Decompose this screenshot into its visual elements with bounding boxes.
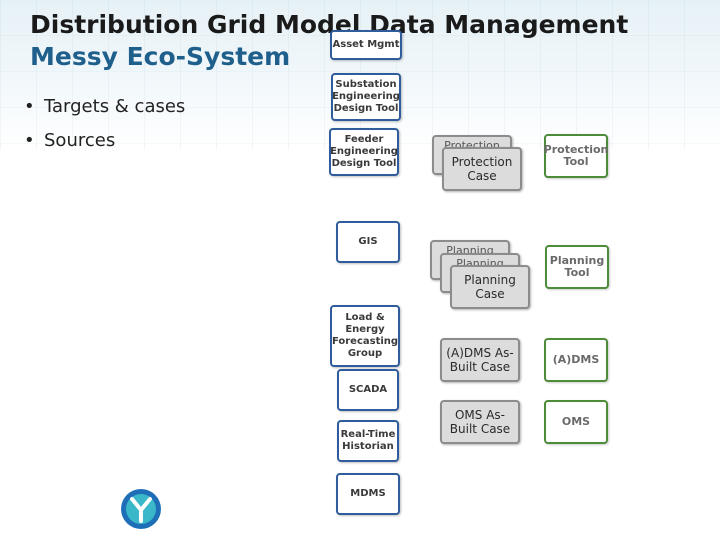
bullet-dot-icon: • [24, 130, 35, 151]
tool-planning: Planning Tool [545, 245, 609, 289]
tool-oms: OMS [544, 400, 608, 444]
protection-case: Protection Case [442, 147, 522, 191]
bullet-item: • Sources [24, 124, 185, 158]
bullet-item: • Targets & cases [24, 90, 185, 124]
source-load-forecasting-group: Load & Energy Forecasting Group [330, 305, 400, 367]
tool-adms: (A)DMS [544, 338, 608, 382]
source-substation-design-tool: Substation Engineering Design Tool [331, 73, 401, 121]
source-real-time-historian: Real-Time Historian [337, 420, 399, 462]
source-gis: GIS [336, 221, 400, 263]
source-asset-mgmt: Asset Mgmt [330, 30, 402, 60]
company-logo-icon [121, 489, 161, 529]
source-scada: SCADA [337, 369, 399, 411]
source-mdms: MDMS [336, 473, 400, 515]
bullet-text: Targets & cases [44, 96, 186, 117]
adms-as-built-case: (A)DMS As-Built Case [440, 338, 520, 382]
slide-title: Distribution Grid Model Data Management [30, 10, 629, 39]
planning-case: Planning Case [450, 265, 530, 309]
oms-as-built-case: OMS As-Built Case [440, 400, 520, 444]
bullet-dot-icon: • [24, 96, 35, 117]
slide-subtitle: Messy Eco-System [30, 42, 291, 71]
bullet-list: • Targets & cases • Sources [24, 90, 185, 158]
tool-protection: Protection Tool [544, 134, 608, 178]
source-feeder-design-tool: Feeder Engineering Design Tool [329, 128, 399, 176]
bullet-text: Sources [44, 130, 116, 151]
